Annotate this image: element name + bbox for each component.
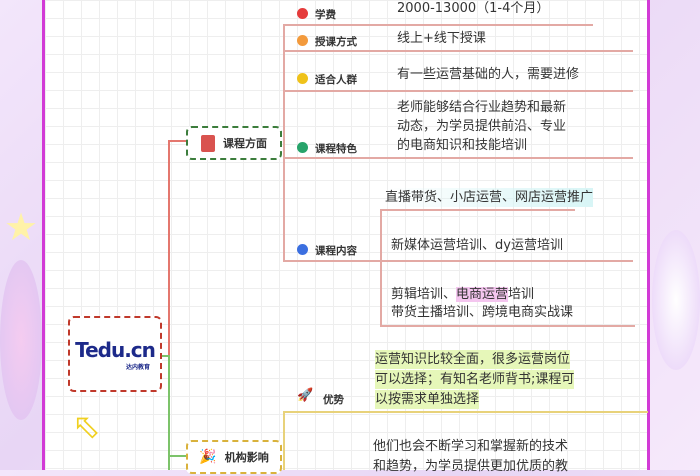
decor-blob bbox=[652, 230, 700, 370]
connector bbox=[283, 260, 633, 262]
branch-node-influence[interactable]: 🎉 机构影响 bbox=[186, 440, 282, 474]
root-node[interactable]: Tedu.cn 达内教育 bbox=[68, 316, 162, 392]
connector bbox=[380, 325, 635, 327]
text-part: 培训 bbox=[508, 287, 535, 302]
item-text: 他们也会不断学习和掌握新的技术 bbox=[373, 439, 569, 454]
item-label: 课程内容 bbox=[315, 245, 357, 257]
item-text: 带货主播培训、跨境电商实战课 bbox=[391, 305, 574, 320]
mindmap-canvas: Tedu.cn 达内教育 ⇧ 课程方面 学费 2000-13000（1-4个月）… bbox=[42, 0, 650, 474]
status-dot bbox=[297, 142, 308, 153]
branch-label: 课程方面 bbox=[223, 137, 267, 150]
connector bbox=[283, 411, 648, 413]
connector bbox=[380, 210, 382, 326]
item-text: 动态，为学员提供前沿、专业 bbox=[397, 119, 567, 134]
item-label: 授课方式 bbox=[315, 36, 357, 48]
decor-blob bbox=[0, 260, 42, 420]
connector bbox=[168, 140, 170, 355]
star-icon: ★ bbox=[4, 205, 39, 249]
connector bbox=[162, 355, 170, 357]
logo-subtitle: 达内教育 bbox=[125, 363, 150, 371]
connector bbox=[168, 455, 186, 457]
rocket-icon: 🚀 bbox=[297, 388, 314, 403]
connector bbox=[283, 50, 633, 52]
item-label: 学费 bbox=[315, 9, 336, 21]
item-text: 以按需求单独选择 bbox=[375, 390, 480, 409]
item-text: 剪辑培训、电商运营培训 bbox=[391, 285, 534, 304]
item-text: 线上+线下授课 bbox=[397, 31, 486, 46]
cursor-arrow-icon: ⇧ bbox=[63, 403, 112, 453]
item-text: 和趋势，为学员提供更加优质的教 bbox=[373, 459, 569, 474]
connector bbox=[283, 412, 285, 470]
status-dot bbox=[297, 244, 308, 255]
connector bbox=[283, 157, 633, 159]
item-text: 直播带货、小店运营、网店运营推广 bbox=[385, 188, 594, 207]
item-label: 课程特色 bbox=[315, 143, 357, 155]
item-text: 有一些运营基础的人，需要进修 bbox=[397, 67, 580, 82]
item-text: 可以选择；有知名老师背书;课程可 bbox=[375, 370, 575, 389]
status-dot bbox=[297, 35, 308, 46]
item-text: 新媒体运营培训、dy运营培训 bbox=[391, 238, 563, 253]
text-part: 剪辑培训、 bbox=[391, 287, 457, 302]
branch-label: 机构影响 bbox=[224, 451, 269, 464]
item-label: 适合人群 bbox=[315, 74, 357, 86]
item-text: 运营知识比较全面，很多运营岗位 bbox=[375, 350, 571, 369]
connector bbox=[380, 209, 575, 211]
connector bbox=[283, 90, 633, 92]
highlighted-text: 电商运营 bbox=[456, 287, 509, 302]
connector bbox=[168, 140, 186, 142]
item-text: 老师能够结合行业趋势和最新 bbox=[397, 100, 567, 115]
logo: Tedu.cn bbox=[75, 337, 156, 362]
status-dot bbox=[297, 73, 308, 84]
connector bbox=[283, 24, 593, 26]
item-text: 的电商知识和技能培训 bbox=[397, 138, 528, 153]
notebook-icon bbox=[201, 134, 215, 152]
party-popper-icon: 🎉 bbox=[199, 449, 217, 465]
connector bbox=[168, 355, 170, 470]
connector bbox=[283, 25, 285, 261]
status-dot bbox=[297, 8, 308, 19]
item-label: 优势 bbox=[323, 394, 344, 406]
item-text: 2000-13000（1-4个月） bbox=[397, 1, 550, 16]
branch-node-course[interactable]: 课程方面 bbox=[186, 126, 282, 160]
